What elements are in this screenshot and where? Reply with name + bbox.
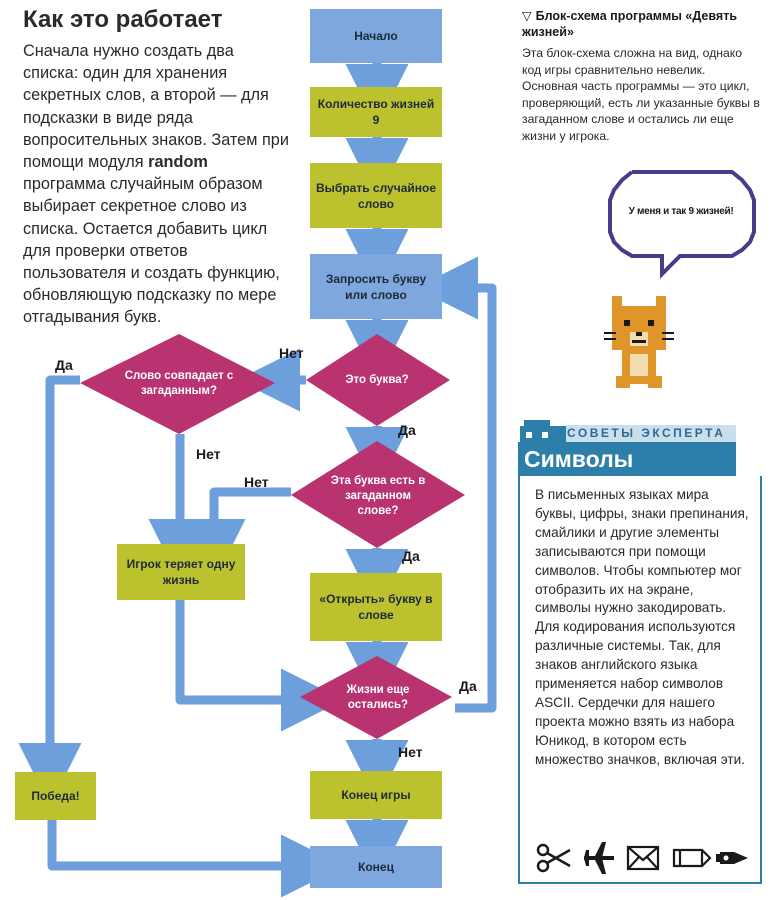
- node-game-over: Конец игры: [310, 771, 442, 819]
- page-title: Как это работает: [23, 6, 223, 33]
- decision-word-match-text: Слово совпадает с загаданным?: [124, 370, 234, 397]
- tips-header-label: СОВЕТЫ ЭКСПЕРТА: [567, 426, 726, 440]
- node-reveal: «Открыть» букву в слове: [310, 573, 442, 641]
- diagram-caption-text: Эта блок-схема сложна на вид, однако код…: [522, 46, 760, 143]
- decision-letter-in-word-text: Эта буква есть в загаданном слове?: [330, 474, 426, 517]
- node-pick-word: Выбрать случайное слово: [310, 163, 442, 228]
- scissors-icon: [536, 843, 571, 873]
- tips-text: В письменных языках мира буквы, цифры, з…: [535, 487, 749, 767]
- label-livesleft-no: Нет: [398, 744, 423, 760]
- tips-box: [518, 476, 762, 884]
- node-lose-life: Игрок теряет одну жизнь: [117, 544, 245, 600]
- speech-bubble-text: У меня и так 9 жизней!: [628, 206, 734, 217]
- node-end: Конец: [310, 846, 442, 888]
- airplane-icon: [584, 842, 614, 874]
- label-isletter-no: Нет: [279, 345, 304, 361]
- node-victory: Победа!: [15, 772, 96, 820]
- label-livesleft-yes: Да: [459, 678, 477, 694]
- arrow-wordmatch-yes: [18, 375, 82, 806]
- caption-title-text: Блок-схема программы «Девять жизней»: [522, 9, 737, 39]
- pixel-cat-icon: [604, 296, 674, 388]
- arrow-victory-to-end: [47, 820, 344, 898]
- decision-is-letter: [306, 334, 450, 426]
- intro-text-1: Сначала нужно создать два списка: один д…: [23, 42, 289, 172]
- intro-text-2: программа случайным образом выбирает сек…: [23, 175, 280, 327]
- label-wordmatch-no: Нет: [196, 446, 221, 462]
- decision-lives-left: [300, 656, 452, 739]
- tips-title: Символы Юникода: [518, 442, 736, 506]
- intro-module-name: random: [148, 153, 208, 172]
- intro-paragraph: Сначала нужно создать два списка: один д…: [23, 40, 291, 329]
- decision-word-match: [80, 334, 275, 434]
- unicode-icons-row: [536, 842, 748, 874]
- label-letterin-no: Нет: [244, 474, 269, 490]
- arrow-livesleft-yes-loop: [415, 256, 497, 713]
- label-isletter-yes: Да: [398, 422, 416, 438]
- decision-lives-left-text: Жизни еще остались?: [346, 684, 410, 711]
- pencil-icon: [672, 848, 712, 868]
- arrow-letterin-no: [182, 487, 291, 582]
- pen-nib-icon: [716, 852, 748, 864]
- node-lives: Количество жизней 9: [310, 87, 442, 137]
- speech-bubble: [608, 170, 756, 279]
- tips-header-bar: [566, 425, 736, 442]
- node-start: Начало: [310, 9, 442, 63]
- label-wordmatch-yes: Да: [55, 357, 73, 373]
- envelope-icon: [626, 845, 660, 871]
- node-ask: Запросить букву или слово: [310, 254, 442, 319]
- decision-letter-in-word: [291, 441, 465, 548]
- caption-marker-icon: ▽: [522, 9, 532, 23]
- arrow-loselife-to-livesleft: [175, 600, 344, 732]
- diagram-caption-title: ▽Блок-схема программы «Девять жизней»: [522, 8, 773, 40]
- tips-hat-icon: [520, 420, 566, 444]
- label-letterin-yes: Да: [402, 548, 420, 564]
- decision-is-letter-text: Это буква?: [345, 373, 409, 386]
